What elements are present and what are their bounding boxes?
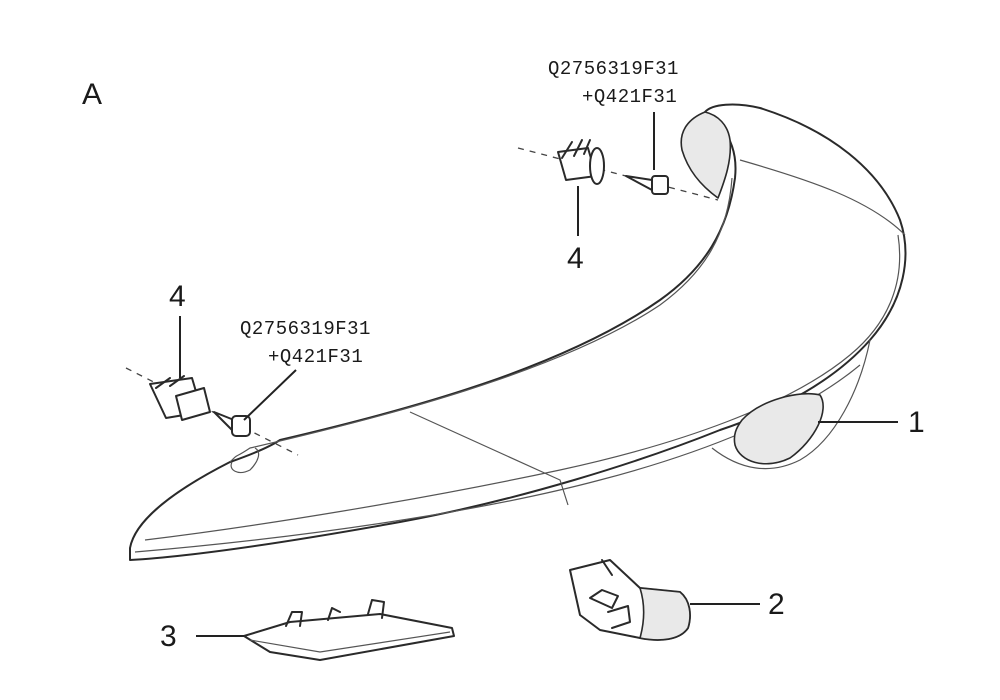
- upper-clip-prongs: [561, 139, 591, 159]
- lower-screw: [213, 411, 251, 437]
- lower-clip: [149, 375, 211, 421]
- spoiler-body: [129, 103, 907, 561]
- lower-fastener-code-2: +Q421F31: [268, 346, 363, 368]
- cover-bracket-tabs: [285, 599, 385, 627]
- callout-clip-right: 4: [567, 242, 584, 275]
- lower-clip-prongs: [155, 375, 185, 389]
- callout-cover-bracket: 3: [160, 620, 177, 653]
- view-label: A: [82, 78, 102, 111]
- upper-clip: [557, 139, 605, 185]
- upper-fastener-code-2: +Q421F31: [582, 86, 677, 108]
- spoiler-top-edge: [229, 177, 733, 463]
- callout-spoiler: 1: [908, 406, 925, 439]
- upper-screw: [625, 175, 669, 195]
- spoiler-seam-left: [409, 411, 569, 506]
- cover-bracket-edge: [249, 631, 451, 653]
- cover-bracket-body: [243, 613, 455, 661]
- spoiler-underside-pocket: [733, 392, 824, 465]
- lower-fastener-group: 4 Q2756319F31 +Q421F31: [125, 280, 371, 456]
- end-cap-part: [569, 559, 691, 641]
- spoiler-ridge: [739, 159, 906, 236]
- upper-screw-tip: [625, 175, 653, 191]
- lower-fastener-code: Q2756319F31: [240, 318, 371, 340]
- end-cap-tabs: [589, 559, 631, 629]
- lower-screw-head: [231, 415, 251, 437]
- callout-clip-left: 4: [169, 280, 186, 313]
- lower-clip-head: [175, 387, 211, 421]
- upper-clip-head: [589, 147, 605, 185]
- upper-screw-head: [651, 175, 669, 195]
- spoiler-part: [129, 103, 907, 561]
- callout-end-cap: 2: [768, 588, 785, 621]
- spoiler-underside-lip: [711, 339, 871, 470]
- cover-bracket-part: [243, 599, 455, 661]
- spoiler-end-face: [680, 111, 732, 199]
- upper-fastener-group: Q2756319F31 +Q421F31 4: [517, 58, 719, 275]
- lower-axis-line: [125, 367, 299, 456]
- end-cap-face: [639, 587, 691, 641]
- upper-fastener-code: Q2756319F31: [548, 58, 679, 80]
- spoiler-notch: [230, 447, 260, 474]
- lower-fastener-leader: [243, 369, 297, 421]
- upper-axis-line: [517, 147, 719, 201]
- spoiler-lower-band: [144, 234, 901, 541]
